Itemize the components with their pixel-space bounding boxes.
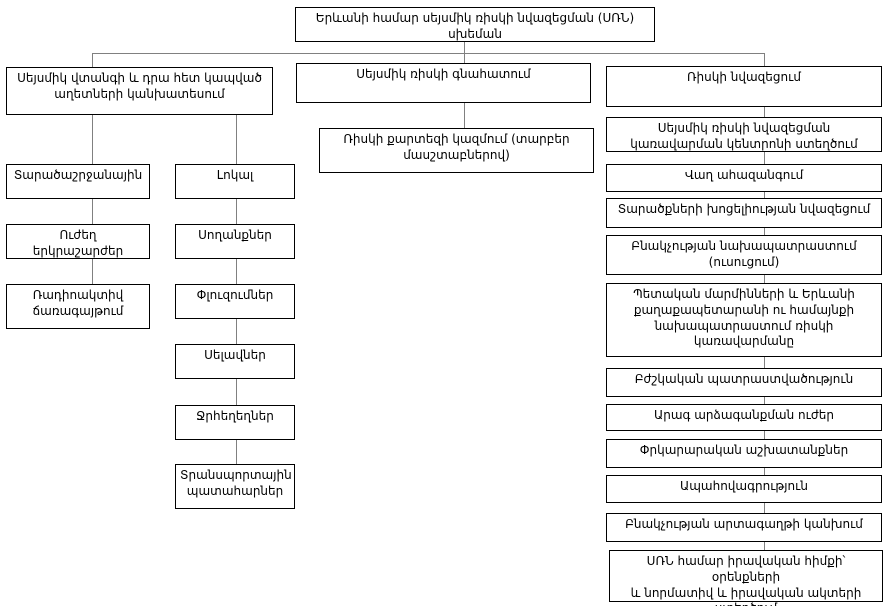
node-mudflows: Սելավներ [175,344,295,379]
connector-line [764,357,765,368]
node-scheme-title: Երևանի համար սեյսմիկ ռիսկի նվազեցման (ՍՌ… [295,7,655,42]
node-transport-accidents: Տրանսպորտային պատահարներ [175,464,295,509]
connector-line [764,397,765,404]
connector-line [764,542,765,550]
connector-line [92,115,93,164]
connector-line [236,259,237,284]
connector-line [764,192,765,198]
connector-line [92,259,93,284]
connector-line [764,503,765,513]
connector-line [764,152,765,164]
node-rapid-response-forces: Արագ արձագանքման ուժեր [606,404,882,431]
connector-line [764,53,765,66]
connector-line [764,275,765,283]
node-rescue-works: Փրկարարական աշխատանքներ [606,439,882,468]
connector-line [464,42,465,53]
connector-line [764,107,765,117]
node-management-center: Սեյսմիկ ռիսկի նվազեցման կառավարման կենտր… [606,117,882,152]
node-risk-reduction-header: Ռիսկի նվազեցում [606,66,882,107]
node-population-training: Բնակչության նախապատրաստում (ուսուցում) [606,235,882,275]
connector-line [764,431,765,439]
connector-line [236,379,237,405]
connector-line [236,115,237,164]
node-floods: Ջրհեղեղներ [175,405,295,440]
connector-line [92,53,765,54]
connector-line [464,53,465,63]
node-radioactive-radiation: Ռադիոակտիվ ճառագայթում [6,284,150,329]
node-early-warning: Վաղ ահազանգում [606,164,882,192]
node-legal-basis: ՍՌՆ համար իրավական հիմքի՝ օրենքների և նո… [609,550,883,606]
node-risk-map: Ռիսկի քարտեզի կազմում (տարբեր մասշտաբներ… [319,128,594,173]
connector-line [464,103,465,128]
connector-line [92,199,93,224]
connector-line [236,319,237,344]
node-vulnerability-reduction: Տարածքների խոցելիության նվազեցում [606,198,882,228]
node-medical-preparedness: Բժշկական պատրաստվածություն [606,368,882,397]
node-collapses: Փլուզումներ [175,284,295,319]
node-risk-assessment-header: Սեյսմիկ ռիսկի գնահատում [296,63,591,103]
node-hazard-forecast-header: Սեյսմիկ վտանգի և դրա հետ կապված աղետների… [6,67,273,115]
connector-line [764,468,765,475]
node-state-bodies-preparation: Պետական մարմինների և Երևանի քաղաքապետարա… [606,283,882,357]
connector-line [764,228,765,235]
node-regional: Տարածաշրջանային [6,164,150,199]
node-insurance: Ապահովագրություն [606,475,882,503]
connector-line [236,440,237,464]
node-emigration-prevention: Բնակչության արտագաղթի կանխում [606,513,882,542]
node-landslides: Սողանքներ [175,224,295,259]
connector-line [236,199,237,224]
connector-line [92,53,93,67]
node-strong-earthquakes: Ուժեղ երկրաշարժեր [6,224,150,259]
node-local: Լոկալ [175,164,295,199]
